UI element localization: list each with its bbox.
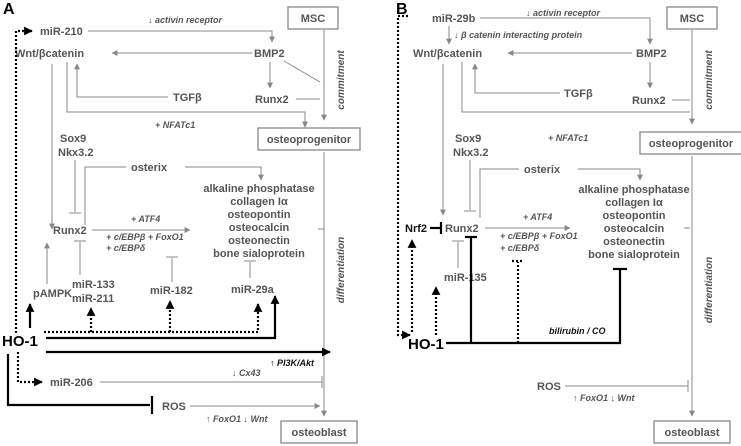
runx2-top-label: Runx2 xyxy=(632,95,666,107)
mir29b-bmp2-edge xyxy=(480,17,653,45)
ros-label: ROS xyxy=(162,401,186,413)
marker-item: osteonectin xyxy=(228,235,290,247)
bilirubin-co-label: bilirubin / CO xyxy=(549,326,606,336)
pampk-label: pAMPK xyxy=(33,288,72,300)
ho1-node: HO-1 xyxy=(2,333,38,350)
osterix-runx2-edge xyxy=(479,168,519,218)
sox9-label: Sox9 xyxy=(60,133,86,145)
ho1-mir206-dotted xyxy=(16,352,43,387)
osterix-label: osterix xyxy=(131,162,168,174)
bmp2-label: BMP2 xyxy=(636,48,667,60)
foxo1-wnt-label: ↑ FoxO1 ↓ Wnt xyxy=(206,414,269,424)
marker-item: alkaline phosphatase xyxy=(203,183,314,195)
runx2-label: Runx2 xyxy=(445,223,479,235)
markers-list-a: alkaline phosphatase collagen Iα osteopo… xyxy=(203,183,314,260)
atf4-label: + ATF4 xyxy=(523,212,552,222)
tgfb-label: TGFβ xyxy=(173,92,202,104)
marker-item: alkaline phosphatase xyxy=(578,184,689,196)
ho1-markers-edge xyxy=(446,270,622,345)
msc-label: MSC xyxy=(301,13,326,25)
cebpd-label: + c/EBPδ xyxy=(106,243,146,253)
osteoprogenitor-label: osteoprogenitor xyxy=(649,138,734,150)
osteoprogenitor-box xyxy=(257,127,361,151)
runx2-label: Runx2 xyxy=(53,225,87,237)
osterix-label: osterix xyxy=(524,164,561,176)
mir211-label: miR-211 xyxy=(72,293,114,305)
ros-label: ROS xyxy=(537,381,561,393)
marker-item: collagen Iα xyxy=(605,197,663,209)
ho1-mir210-dotted xyxy=(14,26,33,333)
osteoprogenitor-label: osteoprogenitor xyxy=(267,134,352,146)
marker-item: osteopontin xyxy=(603,210,666,222)
mir210-label: miR-210 xyxy=(40,26,83,38)
panel-b: B MSC osteoprogenitor osteoblast commitm… xyxy=(396,1,741,444)
tgfb-wnt-edge xyxy=(472,63,560,94)
tgfb-wnt-edge xyxy=(74,63,168,98)
mir29a-label: miR-29a xyxy=(231,284,275,296)
marker-item: osteonectin xyxy=(603,236,665,248)
sox9-label: Sox9 xyxy=(455,133,481,145)
osteoblast-label: osteoblast xyxy=(664,427,719,439)
ho1-node: HO-1 xyxy=(408,336,444,353)
marker-item: bone sialoprotein xyxy=(213,248,305,260)
cebpd-label: + c/EBPδ xyxy=(500,243,540,253)
markers-list-b: alkaline phosphatase collagen Iα osteopo… xyxy=(578,184,689,261)
pi3k-label: ↑ PI3K/Akt xyxy=(270,358,315,368)
cebpb-foxo1-label: + c/EBPβ + FoxO1 xyxy=(500,231,578,241)
ho1-mirna-dotted xyxy=(44,303,263,334)
differentiation-label: differentiation xyxy=(336,237,347,303)
bmp2-label: BMP2 xyxy=(254,48,285,60)
ho1-mir29b-dotted xyxy=(396,14,411,340)
tgfb-label: TGFβ xyxy=(564,88,593,100)
nrf2-label: Nrf2 xyxy=(405,223,427,235)
wnt-label: Wnt/βcatenin xyxy=(413,48,482,60)
panel-a-label: A xyxy=(3,1,15,18)
panel-b-label: B xyxy=(396,1,408,18)
osteoprogenitor-box xyxy=(639,131,741,155)
osterix-markers-edge xyxy=(578,168,643,181)
osteoblast-box xyxy=(280,420,358,444)
nkx32-label: Nkx3.2 xyxy=(453,147,488,159)
commitment-label: commitment xyxy=(336,50,347,110)
marker-item: osteocalcin xyxy=(604,223,665,235)
wnt-osteoprogenitor-edge xyxy=(66,62,308,128)
marker-item: osteocalcin xyxy=(229,222,290,234)
osterix-markers-edge xyxy=(185,166,264,181)
msc-label: MSC xyxy=(680,13,705,25)
differentiation-label: differentiation xyxy=(704,257,715,323)
foxo1-wnt-label: ↑ FoxO1 ↓ Wnt xyxy=(573,393,636,403)
mir206-label: miR-206 xyxy=(50,377,93,389)
nkx32-label: Nkx3.2 xyxy=(58,147,93,159)
ho1-runx2-edge xyxy=(46,295,280,340)
mir133-label: miR-133 xyxy=(72,279,115,291)
cx43-label: ↓ Cx43 xyxy=(232,368,261,378)
mir182-label: miR-182 xyxy=(150,285,193,297)
msc-box xyxy=(287,6,339,30)
marker-item: collagen Iα xyxy=(230,196,288,208)
mir29b-label: miR-29b xyxy=(432,13,476,25)
atf4-label: + ATF4 xyxy=(131,214,160,224)
bcatenin-ip-label: ↓ β catenin interacting protein xyxy=(454,30,583,40)
nfatc1-label: + NFATc1 xyxy=(155,120,195,130)
runx2-top-label: Runx2 xyxy=(255,94,289,106)
panel-a: A MSC osteoprogenitor osteoblast commitm… xyxy=(2,1,361,444)
osteoblast-box xyxy=(653,420,731,444)
commitment-label: commitment xyxy=(704,50,715,110)
marker-item: bone sialoprotein xyxy=(588,249,680,261)
nfatc1-label: + NFATc1 xyxy=(548,133,588,143)
mir210-bmp2-edge xyxy=(88,30,275,43)
cebpb-foxo1-label: + c/EBPβ + FoxO1 xyxy=(106,232,184,242)
activin-receptor-label: ↓ activin receptor xyxy=(526,8,601,18)
ho1-ros-edge xyxy=(6,354,150,407)
wnt-osteoprogenitor-edge xyxy=(461,62,690,113)
osterix-runx2-edge xyxy=(84,166,126,225)
bmp2-commit-edge xyxy=(283,60,321,83)
osteoblast-label: osteoblast xyxy=(291,427,346,439)
marker-item: osteopontin xyxy=(228,209,291,221)
activin-receptor-label: ↓ activin receptor xyxy=(148,15,223,25)
msc-box xyxy=(666,6,718,30)
wnt-label: Wnt/βcatenin xyxy=(15,48,84,60)
mir135-label: miR-135 xyxy=(444,272,487,284)
